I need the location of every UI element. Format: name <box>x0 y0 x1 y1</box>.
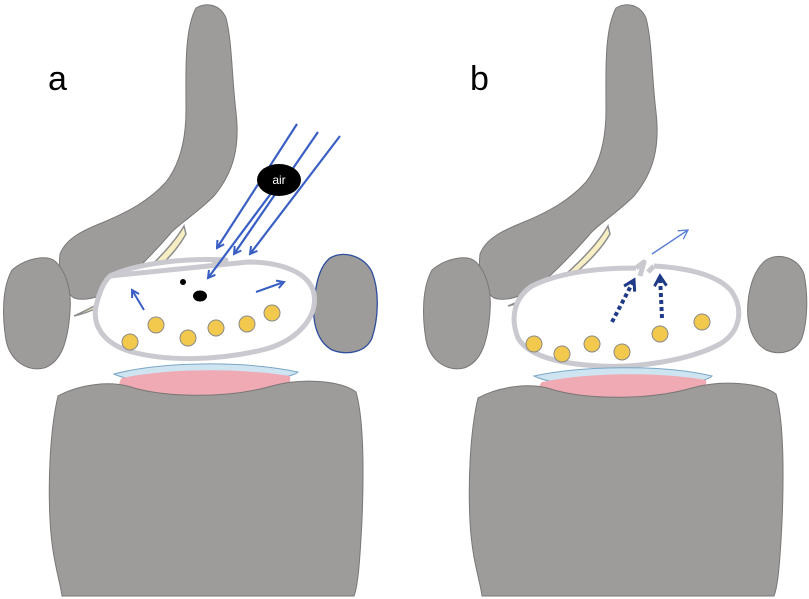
nerve-root <box>179 329 197 347</box>
flow-arrow-icon <box>255 282 284 293</box>
nerve-roots-b <box>525 313 711 363</box>
escape-arrow-icon <box>610 280 634 323</box>
nerve-root <box>263 304 281 322</box>
nerve-root <box>553 345 571 363</box>
left-facet-bone <box>3 257 71 370</box>
dural-sac <box>92 257 317 362</box>
nerve-root <box>583 335 601 353</box>
nerve-root <box>207 319 225 337</box>
nerve-root <box>238 315 256 333</box>
air-label: air <box>272 173 285 187</box>
dural-sac-torn <box>511 259 742 369</box>
flow-arrow-icon <box>208 183 279 278</box>
vertebral-body <box>48 380 364 597</box>
flow-arrow-icon <box>250 135 341 254</box>
escape-arrow-icon <box>660 276 662 319</box>
ligamentum-flavum <box>507 224 611 307</box>
panel-b: b <box>423 4 808 597</box>
air-pocket <box>193 290 207 302</box>
right-facet-bone <box>312 253 378 354</box>
nerve-root <box>613 343 631 361</box>
panel-a: a <box>3 4 378 597</box>
left-facet-bone <box>423 257 491 370</box>
air-pocket-small <box>180 279 186 285</box>
nerve-root <box>147 316 165 334</box>
spinous-process-bone <box>479 4 658 300</box>
spinous-process-bone <box>59 4 238 300</box>
right-facet-bone <box>747 256 808 354</box>
nerve-root <box>693 313 711 331</box>
flow-arrow-icon <box>217 123 298 248</box>
flow-arrow-icon <box>651 229 690 255</box>
nerve-roots-a <box>121 304 281 351</box>
vertebral-body <box>468 382 784 597</box>
air-bubble-icon <box>257 164 301 196</box>
panel-a-label: a <box>48 60 67 98</box>
nerve-root <box>651 325 669 343</box>
nerve-root <box>121 333 139 351</box>
flow-arrow-icon <box>132 290 145 311</box>
panel-b-label: b <box>470 60 489 98</box>
nerve-root <box>525 335 543 353</box>
